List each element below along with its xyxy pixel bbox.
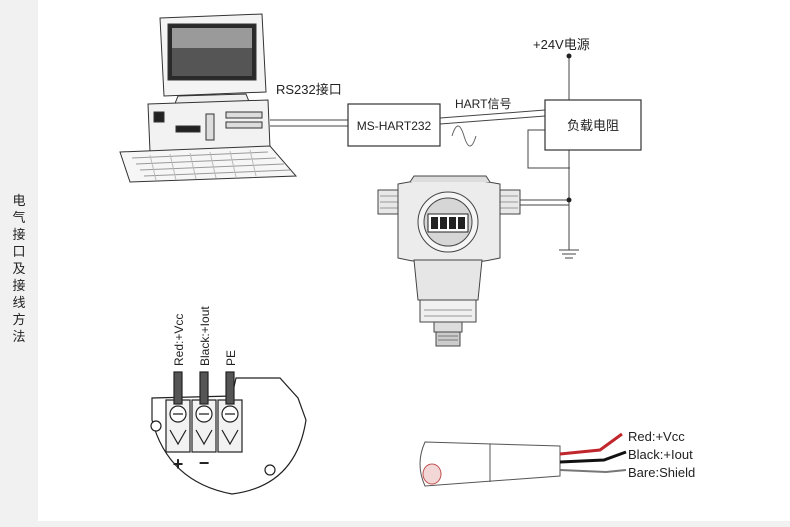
converter-label: MS-HART232 — [357, 119, 432, 133]
cable-wire-shield — [559, 469, 627, 474]
terminal-minus-sign: − — [199, 453, 210, 473]
cable-illustration — [419, 441, 561, 487]
cable-label-shield: Bare:Shield — [628, 465, 695, 480]
terminal-wire-label-3: PE — [224, 350, 238, 366]
cable-wire-red — [559, 432, 623, 456]
bottom-divider — [38, 521, 790, 527]
power-node — [566, 53, 572, 59]
pressure-transmitter — [377, 175, 521, 347]
signal-wiring — [270, 56, 579, 259]
cable-label-black: Black:+Iout — [628, 447, 693, 462]
cable-wire-black — [559, 450, 627, 464]
cable-label-red: Red:+Vcc — [628, 429, 685, 444]
terminal-wire-label-2: Black:+Iout — [198, 306, 212, 366]
hart-signal-label: HART信号 — [455, 97, 511, 111]
terminal-plus-sign: + — [173, 454, 184, 474]
terminal-block — [150, 371, 307, 495]
converter-box — [347, 103, 441, 147]
load-resistor-box — [544, 99, 642, 151]
junction-node — [566, 197, 572, 203]
load-resistor-label: 负载电阻 — [567, 118, 619, 133]
sidebar-panel — [0, 0, 38, 527]
sidebar-title: 电气接口及接线方法 — [12, 193, 26, 344]
terminal-wire-label-1: Red:+Vcc — [172, 314, 186, 366]
power-supply-label: +24V电源 — [533, 37, 590, 52]
computer-illustration — [119, 13, 298, 183]
rs232-label: RS232接口 — [276, 82, 342, 97]
